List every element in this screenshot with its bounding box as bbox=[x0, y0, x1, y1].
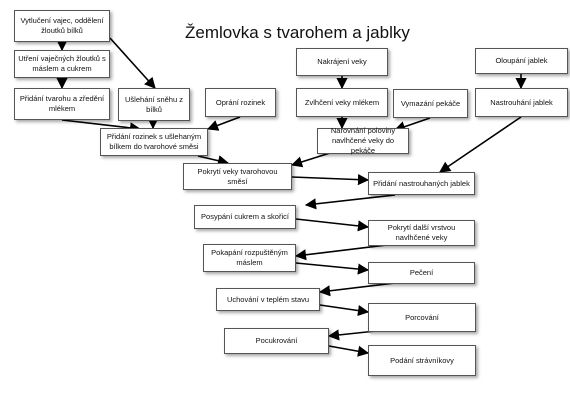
step-podani-stravnikovi: Podání strávníkovy bbox=[368, 345, 476, 376]
step-utreni-zloutku: Utření vaječných žloutků s máslem a cukr… bbox=[14, 50, 110, 78]
step-pridani-rozinek: Přidání rozinek s ušlehaným bílkem do tv… bbox=[100, 128, 208, 156]
arrow-s3-s11 bbox=[61, 119, 142, 134]
step-uchovani-teple: Uchování v teplém stavu bbox=[216, 288, 320, 311]
step-zvlhceni-veky: Zvlhčení veky mlékem bbox=[296, 88, 388, 117]
arrow-s17-s18 bbox=[295, 262, 370, 275]
step-nakrajeni-veky: Nakrájení veky bbox=[296, 48, 388, 76]
step-oprani-rozinek: Oprání rozinek bbox=[205, 88, 276, 117]
step-oloupani-jablek: Oloupání jablek bbox=[475, 48, 568, 74]
step-pokapani-maslem: Pokapání rozpuštěným máslem bbox=[203, 244, 296, 272]
arrow-s19-s20 bbox=[319, 304, 370, 317]
arrow-s13-s14 bbox=[291, 174, 370, 186]
arrow-s15-s16 bbox=[295, 218, 370, 232]
step-pridani-tvarohu: Přidání tvarohu a zředění mlékem bbox=[14, 88, 110, 120]
step-porcovani: Porcování bbox=[368, 303, 476, 332]
step-pocukrovani: Pocukrování bbox=[224, 328, 329, 354]
arrow-s10-s14 bbox=[439, 116, 522, 173]
step-pokryti-veky: Pokrytí veky tvarohovou směsí bbox=[183, 163, 292, 190]
arrow-s18-s19 bbox=[318, 282, 396, 297]
arrow-s14-s15 bbox=[304, 194, 396, 210]
diagram-title: Žemlovka s tvarohem a jablky bbox=[185, 23, 410, 42]
step-peceni: Pečení bbox=[368, 262, 475, 284]
arrow-s12-s13 bbox=[290, 152, 331, 168]
arrow-s21-s22 bbox=[328, 345, 370, 357]
step-narovnani-veky: Narovnání poloviny navlhčené veky do pek… bbox=[317, 126, 409, 155]
step-vytluceni-vajec: Vytlučení vajec, oddělení žloutků bílků bbox=[14, 10, 110, 42]
step-nastrouhani-jablek: Nastrouhání jablek bbox=[475, 88, 568, 117]
arrow-s16-s17 bbox=[294, 243, 396, 261]
step-pokryti-dalsi-vrstvou: Pokrytí další vrstvou navlhčené veky bbox=[368, 220, 475, 246]
arrow-s5-s11 bbox=[206, 116, 241, 131]
arrow-s1-s4 bbox=[109, 37, 156, 89]
step-vymazani-pekace: Vymazání pekáče bbox=[393, 89, 468, 118]
step-pridani-jablek: Přidání nastrouhaných jablek bbox=[368, 172, 475, 195]
arrow-s11-s13 bbox=[197, 155, 230, 167]
step-posypani-cukrem: Posypání cukrem a skořicí bbox=[194, 205, 296, 229]
step-uslehani-snehu: Ušlehání sněhu z bílků bbox=[118, 88, 190, 121]
